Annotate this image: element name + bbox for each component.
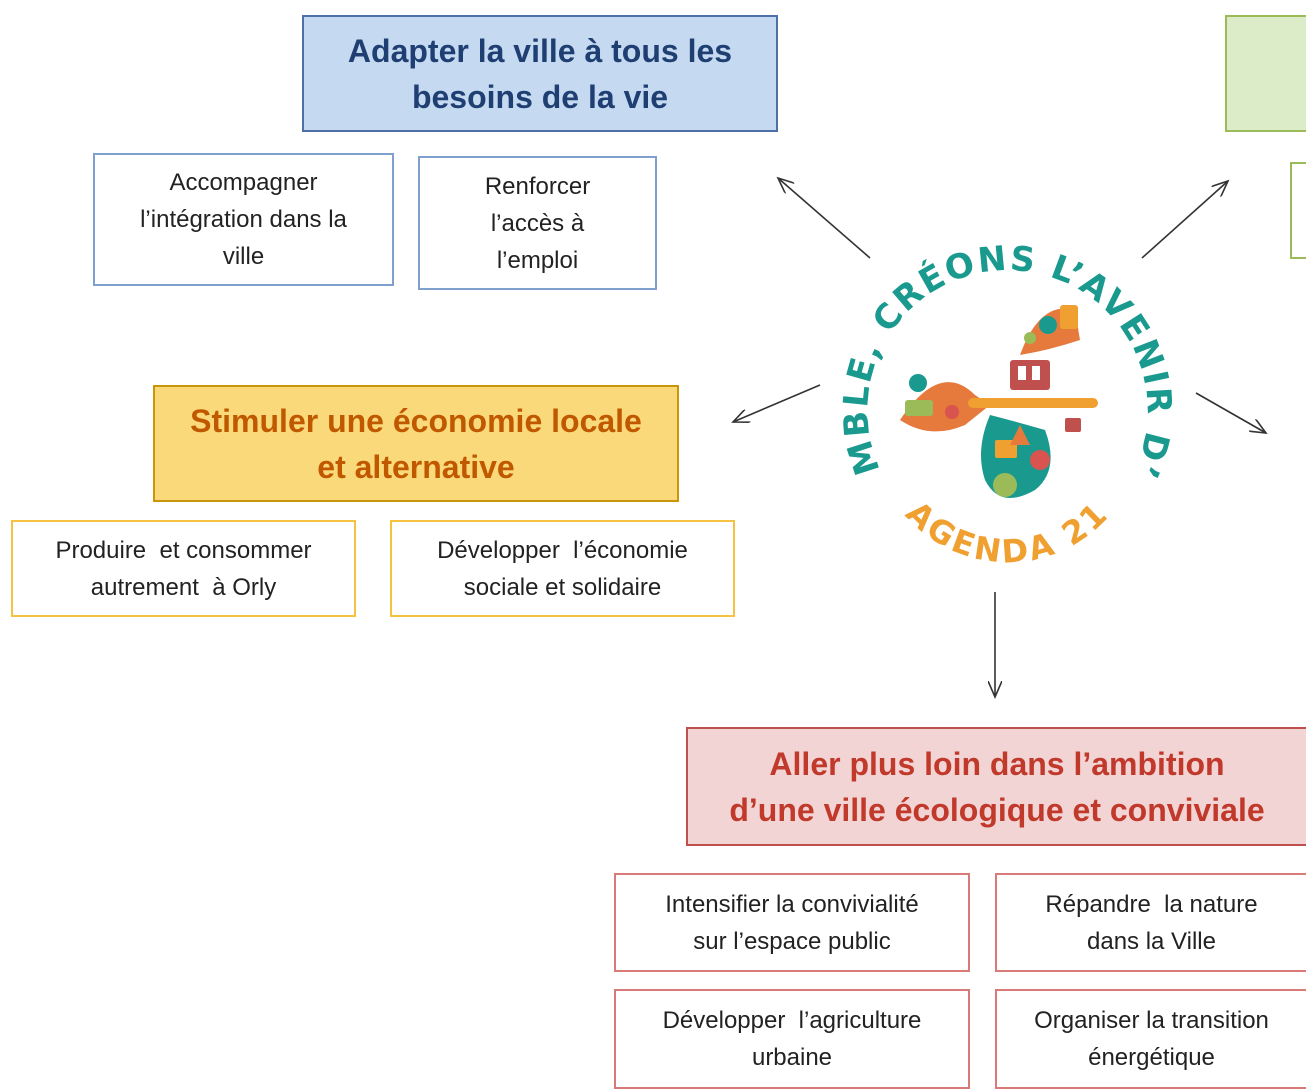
title-line-1: Stimuler une économie locale — [190, 402, 642, 439]
title-line-1: Adapter la ville à tous les — [347, 32, 733, 69]
item-line-2: énergétique — [1088, 1044, 1215, 1071]
item-line-2: sur l’espace public — [693, 927, 891, 955]
arrow-to-top-right — [1141, 181, 1228, 259]
item-produire-consommer: Produire et consommer autrement à Orly — [11, 520, 356, 617]
item-line-1: Développer l’économie — [437, 536, 688, 564]
section-title-economie: Stimuler une économie locale et alternat… — [153, 385, 679, 502]
item-cropped — [1290, 162, 1306, 259]
item-accompagner-integration: Accompagner l’intégration dans la ville — [93, 153, 394, 286]
item-convivialite-espace-public: Intensifier la convivialité sur l’espace… — [614, 873, 970, 972]
item-transition-energetique: Organiser la transition énergétique — [995, 989, 1306, 1089]
item-line-2: dans la Ville — [1087, 927, 1216, 955]
arrow-to-right — [1195, 392, 1266, 433]
agenda21-logo: ENSEMBLE, CRÉONS L’AVENIR D’ORLY AGENDA … — [0, 0, 1179, 571]
arrow-to-adapter — [778, 178, 871, 259]
item-renforcer-emploi: Renforcer l’accès à l’emploi — [418, 156, 657, 290]
item-line-3: ville — [222, 243, 265, 270]
item-line-1: Intensifier la convivialité — [665, 890, 919, 918]
item-line-1: Produire et consommer — [55, 536, 312, 564]
logo-agenda: AGENDA 21 — [899, 493, 1117, 570]
title-line-1: Aller plus loin dans l’ambition — [769, 745, 1225, 782]
item-line-2: l’accès à — [490, 209, 585, 237]
item-line-1: Développer l’agriculture — [662, 1007, 922, 1034]
item-line-1: Répandre la nature — [1045, 890, 1258, 918]
section-title-adapter: Adapter la ville à tous les besoins de l… — [302, 15, 778, 132]
title-line-2: et alternative — [317, 448, 515, 485]
item-line-1: Renforcer — [484, 172, 591, 200]
title-line-2: d’une ville écologique et conviviale — [729, 791, 1265, 828]
logo-slogan: ENSEMBLE, CRÉONS L’AVENIR D’ORLY — [0, 0, 1179, 485]
logo-illustration — [900, 305, 1098, 498]
section-title-ecologie: Aller plus loin dans l’ambition d’une vi… — [686, 727, 1306, 846]
section-title-cropped — [1225, 15, 1306, 132]
arrow-to-economie — [733, 384, 821, 422]
item-line-3: l’emploi — [496, 246, 579, 274]
item-line-2: sociale et solidaire — [463, 573, 662, 601]
item-line-2: autrement à Orly — [90, 573, 277, 601]
item-line-2: l’intégration dans la — [140, 206, 347, 233]
item-line-1: Organiser la transition — [1034, 1007, 1269, 1034]
item-line-1: Accompagner — [169, 169, 318, 196]
item-line-2: urbaine — [751, 1044, 833, 1071]
title-line-2: besoins de la vie — [411, 78, 669, 115]
item-economie-sociale: Développer l’économie sociale et solidai… — [390, 520, 735, 617]
item-nature-ville: Répandre la nature dans la Ville — [995, 873, 1306, 972]
